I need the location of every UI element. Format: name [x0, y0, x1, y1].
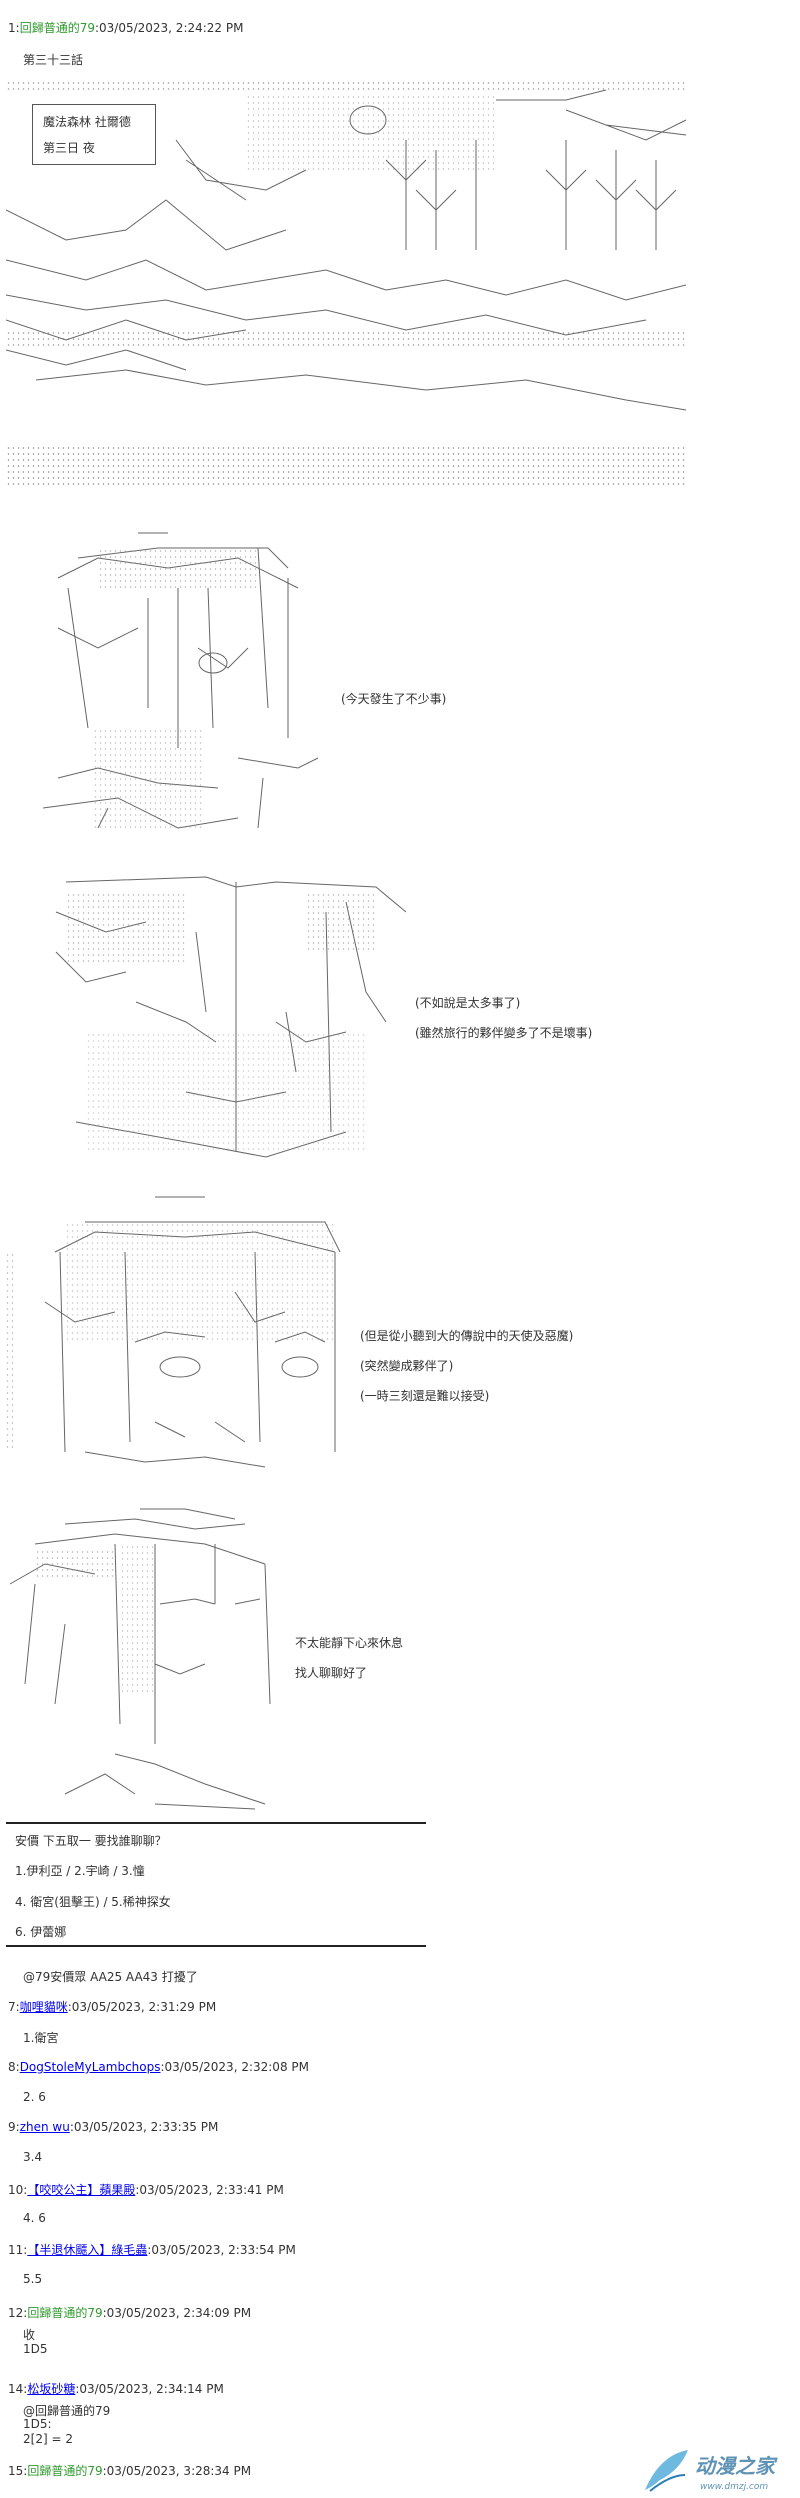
post-body-line: 3.4 [23, 2150, 43, 2164]
post-header: 7:咖哩貓咪:03/05/2023, 2:31:29 PM [8, 1998, 216, 2015]
post-author-link[interactable]: 【半退休飃入】綠毛蟲 [27, 2243, 148, 2257]
scene-location: 魔法森林 社爾德 [43, 115, 131, 129]
post-header-1: 1:回歸普通的79:03/05/2023, 2:24:22 PM [8, 19, 243, 36]
post-number: 11: [8, 2243, 28, 2257]
post-number: 7: [8, 2000, 20, 2014]
post-timestamp: :03/05/2023, 2:34:09 PM [102, 2306, 252, 2320]
post-header: 14:松坂砂糖:03/05/2023, 2:34:14 PM [8, 2380, 224, 2397]
ascii-art-character-4 [5, 1504, 290, 1819]
caption: (一時三刻還是難以接受) [360, 1389, 490, 1403]
post-timestamp: :03/05/2023, 2:31:29 PM [67, 2000, 217, 2014]
post-number: 1: [8, 21, 20, 35]
post-author-link[interactable]: 回歸普通的79 [27, 2464, 103, 2478]
post-number: 15: [8, 2464, 28, 2478]
post-body-line: 5.5 [23, 2272, 43, 2286]
post-body-line: 1.衛宮 [23, 2031, 59, 2045]
post-header: 12:回歸普通的79:03/05/2023, 2:34:09 PM [8, 2304, 251, 2321]
dmzj-logo-icon: 动漫之家 www.dmzj.com [645, 2450, 778, 2492]
post-timestamp: :03/05/2023, 2:33:35 PM [69, 2120, 219, 2134]
post-body-line: 2. 6 [23, 2090, 46, 2104]
scene-time: 第三日 夜 [43, 141, 95, 155]
ascii-art-character-1 [38, 528, 328, 843]
post-body-line: 2[2] = 2 [23, 2432, 73, 2446]
post-number: 14: [8, 2382, 28, 2396]
vote-option-highlighted: 6. 伊蕾娜 [15, 1925, 67, 1939]
caption: (不如說是太多事了) [415, 996, 521, 1010]
divider [6, 1822, 426, 1824]
post-author[interactable]: 回歸普通的79 [19, 21, 95, 35]
svg-text:www.dmzj.com: www.dmzj.com [700, 2482, 768, 2492]
post-body-line: 1D5: [23, 2417, 52, 2431]
vote-option: 4. 衛宮(狙擊王) / 5.稀神探女 [15, 1895, 171, 1909]
vote-prompt: 安價 下五取一 要找誰聊聊？ [15, 1834, 167, 1848]
post-number: 8: [8, 2060, 20, 2074]
post-author-link[interactable]: DogStoleMyLambchops [19, 2060, 161, 2074]
post-header: 10:【咬咬公主】蘋果殿:03/05/2023, 2:33:41 PM [8, 2181, 284, 2198]
post-note: @79安價眾 AA25 AA43 打擾了 [23, 1970, 198, 1984]
scene-title-box: 魔法森林 社爾德 第三日 夜 [32, 104, 156, 165]
post-timestamp: :03/05/2023, 2:33:54 PM [147, 2243, 296, 2257]
post-timestamp: :03/05/2023, 3:28:34 PM [102, 2464, 252, 2478]
post-author-link[interactable]: 回歸普通的79 [27, 2306, 103, 2320]
episode-title: 第三十三話 [23, 53, 84, 67]
ascii-art-character-2 [46, 872, 414, 1164]
post-number: 12: [8, 2306, 28, 2320]
post-timestamp: :03/05/2023, 2:34:14 PM [75, 2382, 224, 2396]
caption: (但是從小聽到大的傳說中的天使及惡魔) [360, 1329, 574, 1343]
divider [6, 1945, 426, 1947]
post-author-link[interactable]: 【咬咬公主】蘋果殿 [27, 2183, 136, 2197]
caption: 找人聊聊好了 [295, 1666, 368, 1680]
caption: (今天發生了不少事) [341, 692, 447, 706]
post-header: 9:zhen wu:03/05/2023, 2:33:35 PM [8, 2120, 218, 2134]
ascii-art-forest-scene: 魔法森林 社爾德 第三日 夜 [6, 80, 690, 490]
post-header: 15:回歸普通的79:03/05/2023, 3:28:34 PM [8, 2462, 251, 2479]
svg-text:动漫之家: 动漫之家 [695, 2454, 778, 2478]
post-author-link[interactable]: 松坂砂糖 [27, 2382, 76, 2396]
post-body-line: 4. 6 [23, 2211, 46, 2225]
post-body-line: 收 [23, 2328, 36, 2342]
watermark-logo: 动漫之家 www.dmzj.com [640, 2445, 795, 2495]
post-body-line: 1D5 [23, 2342, 48, 2356]
caption: (突然變成夥伴了) [360, 1359, 454, 1373]
post-timestamp: :03/05/2023, 2:33:41 PM [135, 2183, 284, 2197]
post-author-link[interactable]: zhen wu [19, 2120, 70, 2134]
post-timestamp: :03/05/2023, 2:24:22 PM [94, 21, 244, 35]
caption: 不太能靜下心來休息 [295, 1636, 404, 1650]
caption: (雖然旅行的夥伴變多了不是壞事) [415, 1026, 593, 1040]
post-body-line: @回歸普通的79 [23, 2404, 111, 2418]
post-author-link[interactable]: 咖哩貓咪 [19, 2000, 68, 2014]
forest-sketch [6, 89, 687, 411]
post-timestamp: :03/05/2023, 2:32:08 PM [160, 2060, 309, 2074]
post-number: 9: [8, 2120, 20, 2134]
post-number: 10: [8, 2183, 28, 2197]
post-header: 11:【半退休飃入】綠毛蟲:03/05/2023, 2:33:54 PM [8, 2241, 296, 2258]
post-header: 8:DogStoleMyLambchops:03/05/2023, 2:32:0… [8, 2060, 309, 2074]
vote-option: 1.伊利亞 / 2.宇崎 / 3.憧 [15, 1864, 145, 1878]
ascii-art-character-3 [5, 1192, 357, 1468]
